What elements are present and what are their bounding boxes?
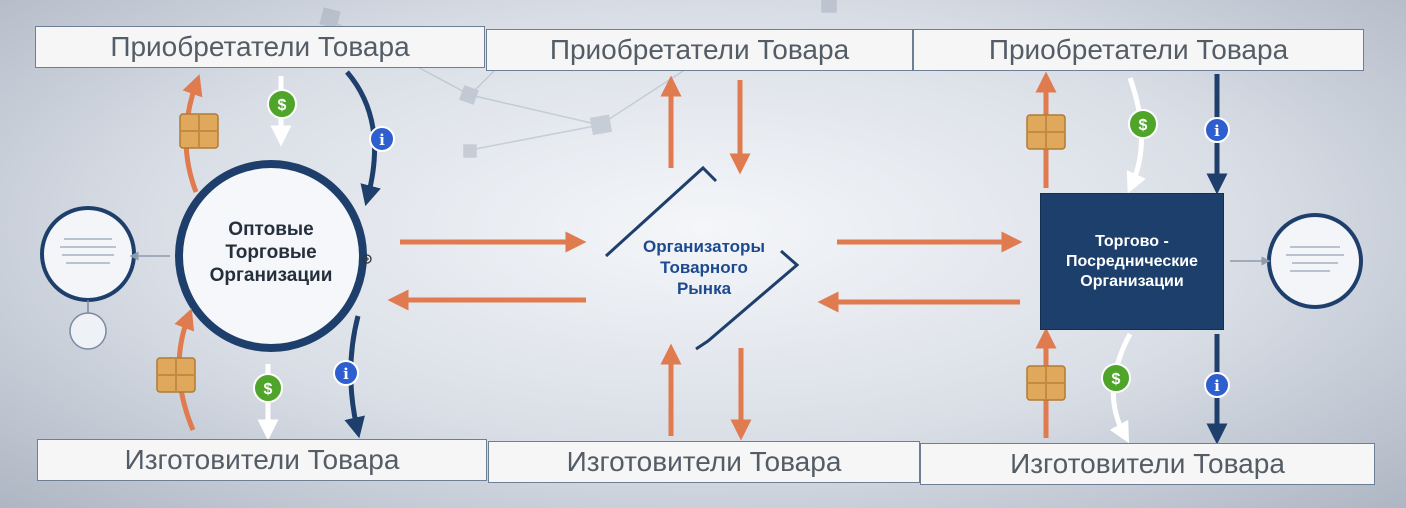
producers-box-left[interactable]: Изготовители Товара: [37, 439, 487, 481]
producers-box-right[interactable]: Изготовители Товара: [920, 443, 1375, 485]
svg-text:i: i: [379, 131, 385, 149]
buyers-box-right[interactable]: Приобретатели Товара: [913, 29, 1364, 71]
svg-text:i: i: [343, 365, 349, 383]
svg-text:$: $: [1112, 371, 1121, 388]
svg-text:$: $: [264, 381, 273, 398]
info-icon: i: [333, 360, 359, 386]
organizers-label: Организаторы Товарного Рынка: [643, 237, 765, 298]
buyers-box-left[interactable]: Приобретатели Товара: [35, 26, 485, 68]
intermediaries-node[interactable]: Торгово - Посреднические Организации: [1040, 193, 1224, 330]
thumbnail-text-line: [1286, 254, 1344, 256]
money-icon: $: [1101, 363, 1131, 393]
money-icon: $: [253, 373, 283, 403]
package-icon: [1026, 114, 1066, 150]
producers-box-middle[interactable]: Изготовители Товара: [488, 441, 920, 483]
thumbnail-text-line: [1290, 246, 1340, 248]
thumbnail-text-line: [1292, 262, 1338, 264]
background-network: [319, 0, 837, 158]
organizers-node[interactable]: [604, 165, 800, 351]
thumbnail-text-line: [1290, 270, 1330, 272]
package-icon: [1026, 365, 1066, 401]
money-icon: $: [267, 89, 297, 119]
svg-text:i: i: [1214, 377, 1220, 395]
buyers-box-middle[interactable]: Приобретатели Товара: [486, 29, 913, 71]
thumbnail-text-line: [64, 238, 112, 240]
svg-text:$: $: [1139, 117, 1148, 134]
package-icon: [179, 113, 219, 149]
thumbnail-text-line: [62, 254, 114, 256]
info-icon: i: [1204, 117, 1230, 143]
svg-text:i: i: [1214, 122, 1220, 140]
package-icon: [156, 357, 196, 393]
left-thumbnail: [40, 206, 170, 350]
info-icon: i: [1204, 372, 1230, 398]
money-icon: $: [1128, 109, 1158, 139]
wholesale-node[interactable]: [175, 160, 367, 352]
svg-text:$: $: [278, 97, 287, 114]
arrow-left-info-down-top: [345, 70, 381, 207]
zoom-cursor-icon: [362, 254, 372, 264]
wholesale-label: Оптовые Торговые Организации: [209, 219, 333, 286]
info-icon: i: [369, 126, 395, 152]
thumbnail-text-line: [60, 246, 116, 248]
thumbnail-text-line: [66, 262, 110, 264]
right-thumbnail: [1230, 213, 1363, 309]
